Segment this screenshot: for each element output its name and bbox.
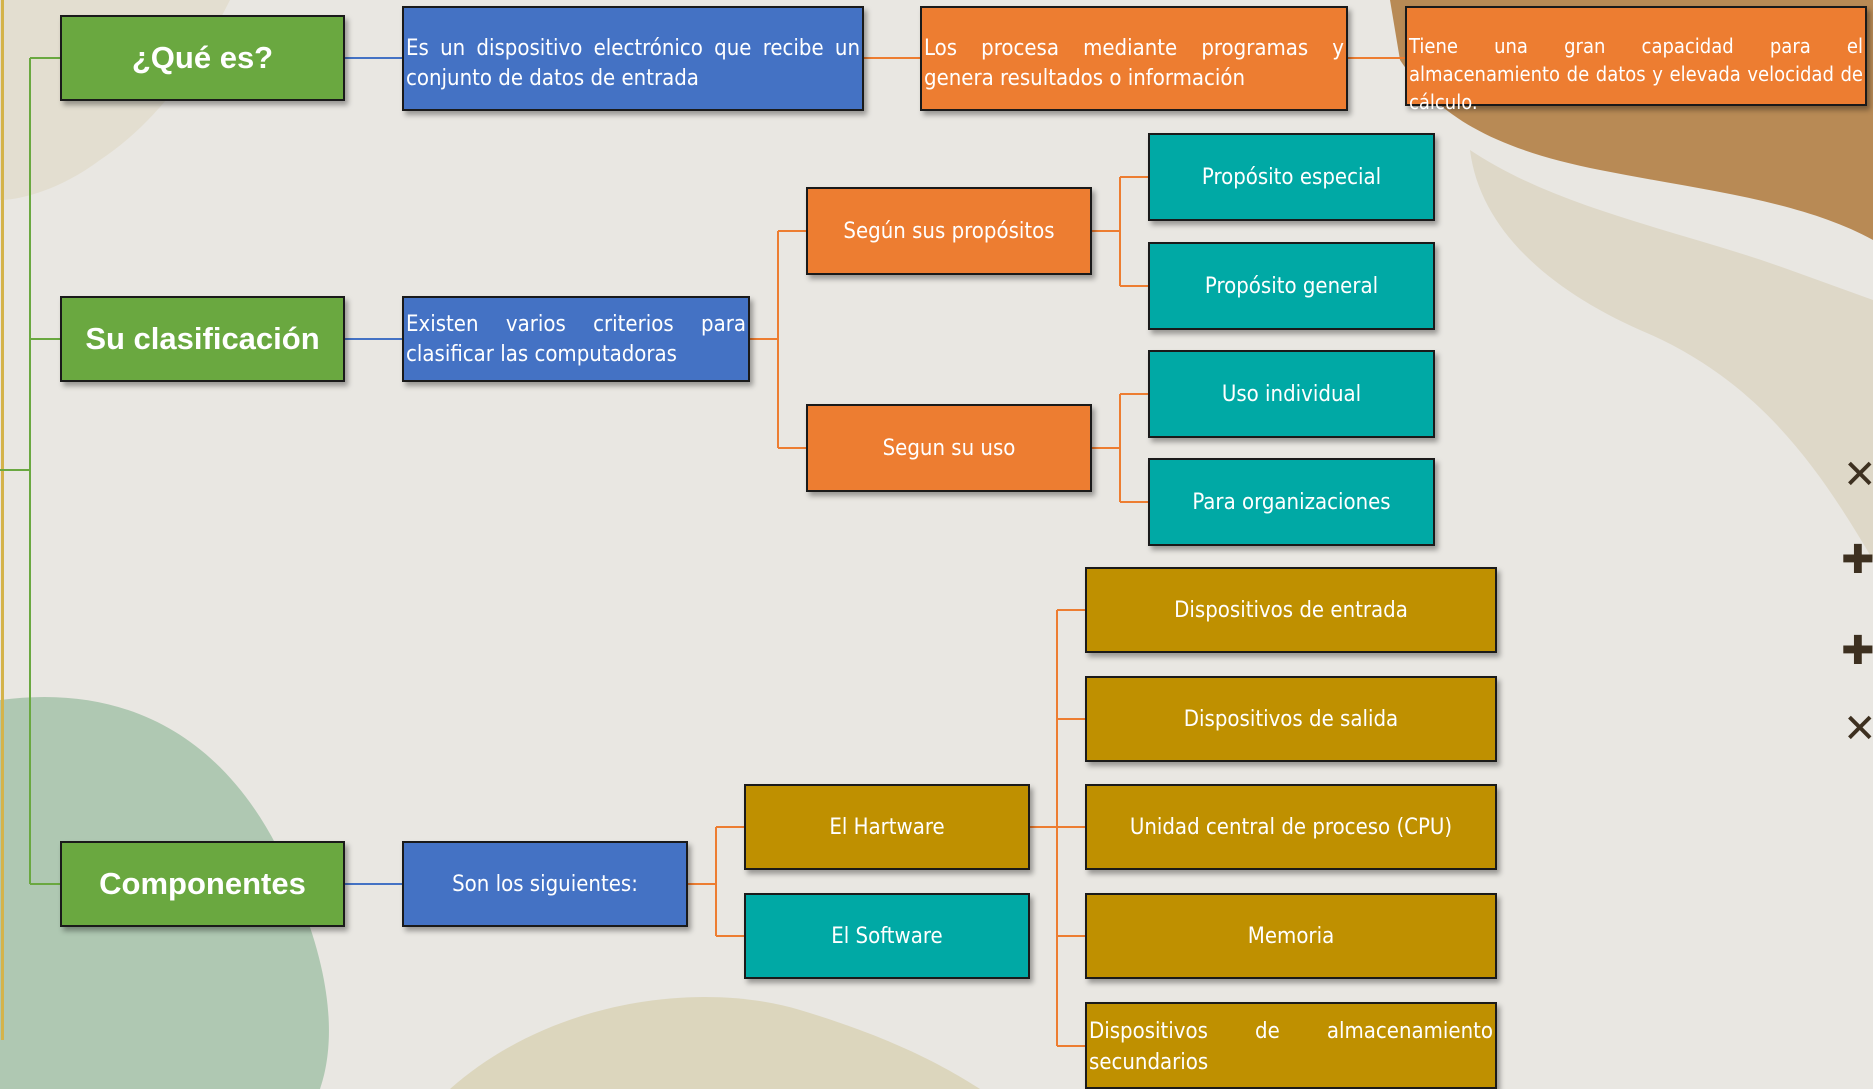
proposito-especial-label: Propósito especial <box>1201 164 1382 190</box>
segun-uso-label: Segun su uso <box>882 435 1016 461</box>
que-es-desc3-text: Tiene una gran capacidad para el almacen… <box>1409 34 1863 114</box>
que-es-desc1: Es un dispositivo electrónico que recibe… <box>402 6 864 111</box>
left-edge-line <box>1 0 4 1040</box>
uso-individual-node: Uso individual <box>1148 350 1435 438</box>
cpu-label: Unidad central de proceso (CPU) <box>1129 814 1453 840</box>
software-node: El Software <box>744 893 1030 979</box>
clasificacion-desc: Existen varios criterios para clasificar… <box>402 296 750 382</box>
almacenamiento-label: Dispositivos de almacenamiento secundari… <box>1089 1019 1493 1075</box>
hardware-node: El Hartware <box>744 784 1030 870</box>
cpu-node: Unidad central de proceso (CPU) <box>1085 784 1497 870</box>
proposito-general-node: Propósito general <box>1148 242 1435 330</box>
dispositivos-salida-label: Dispositivos de salida <box>1183 706 1399 732</box>
clasificacion-desc-text: Existen varios criterios para clasificar… <box>406 312 746 367</box>
memoria-label: Memoria <box>1247 923 1335 949</box>
hardware-label: El Hartware <box>829 814 945 840</box>
que-es-label: ¿Qué es? <box>131 40 274 75</box>
componentes-desc-text: Son los siguientes: <box>452 871 638 897</box>
cross-icon: ✕ <box>1843 452 1873 498</box>
segun-propositos-label: Según sus propósitos <box>843 218 1055 244</box>
uso-individual-label: Uso individual <box>1221 381 1362 407</box>
proposito-especial-node: Propósito especial <box>1148 133 1435 221</box>
que-es-desc2-text: Los procesa mediante programas y genera … <box>924 36 1344 91</box>
clasificacion-label: Su clasificación <box>85 321 320 356</box>
para-organizaciones-label: Para organizaciones <box>1192 489 1391 515</box>
memoria-node: Memoria <box>1085 893 1497 979</box>
que-es-desc3: Tiene una gran capacidad para el almacen… <box>1405 6 1867 114</box>
componentes-label: Componentes <box>99 866 306 901</box>
cross-icon: ✕ <box>1843 706 1873 752</box>
dispositivos-entrada-node: Dispositivos de entrada <box>1085 567 1497 653</box>
software-label: El Software <box>831 923 943 949</box>
que-es-desc2: Los procesa mediante programas y genera … <box>920 6 1348 111</box>
dispositivos-salida-node: Dispositivos de salida <box>1085 676 1497 762</box>
plus-icon: ✚ <box>1841 628 1873 674</box>
proposito-general-label: Propósito general <box>1204 273 1379 299</box>
segun-propositos-node: Según sus propósitos <box>806 187 1092 275</box>
clasificacion-node: Su clasificación <box>60 296 345 382</box>
componentes-node: Componentes <box>60 841 345 927</box>
plus-icon: ✚ <box>1841 537 1873 583</box>
segun-uso-node: Segun su uso <box>806 404 1092 492</box>
que-es-desc1-text: Es un dispositivo electrónico que recibe… <box>406 36 860 91</box>
componentes-desc: Son los siguientes: <box>402 841 688 927</box>
almacenamiento-node: Dispositivos de almacenamiento secundari… <box>1085 1002 1497 1089</box>
que-es-node: ¿Qué es? <box>60 15 345 101</box>
para-organizaciones-node: Para organizaciones <box>1148 458 1435 546</box>
dispositivos-entrada-label: Dispositivos de entrada <box>1174 597 1408 623</box>
